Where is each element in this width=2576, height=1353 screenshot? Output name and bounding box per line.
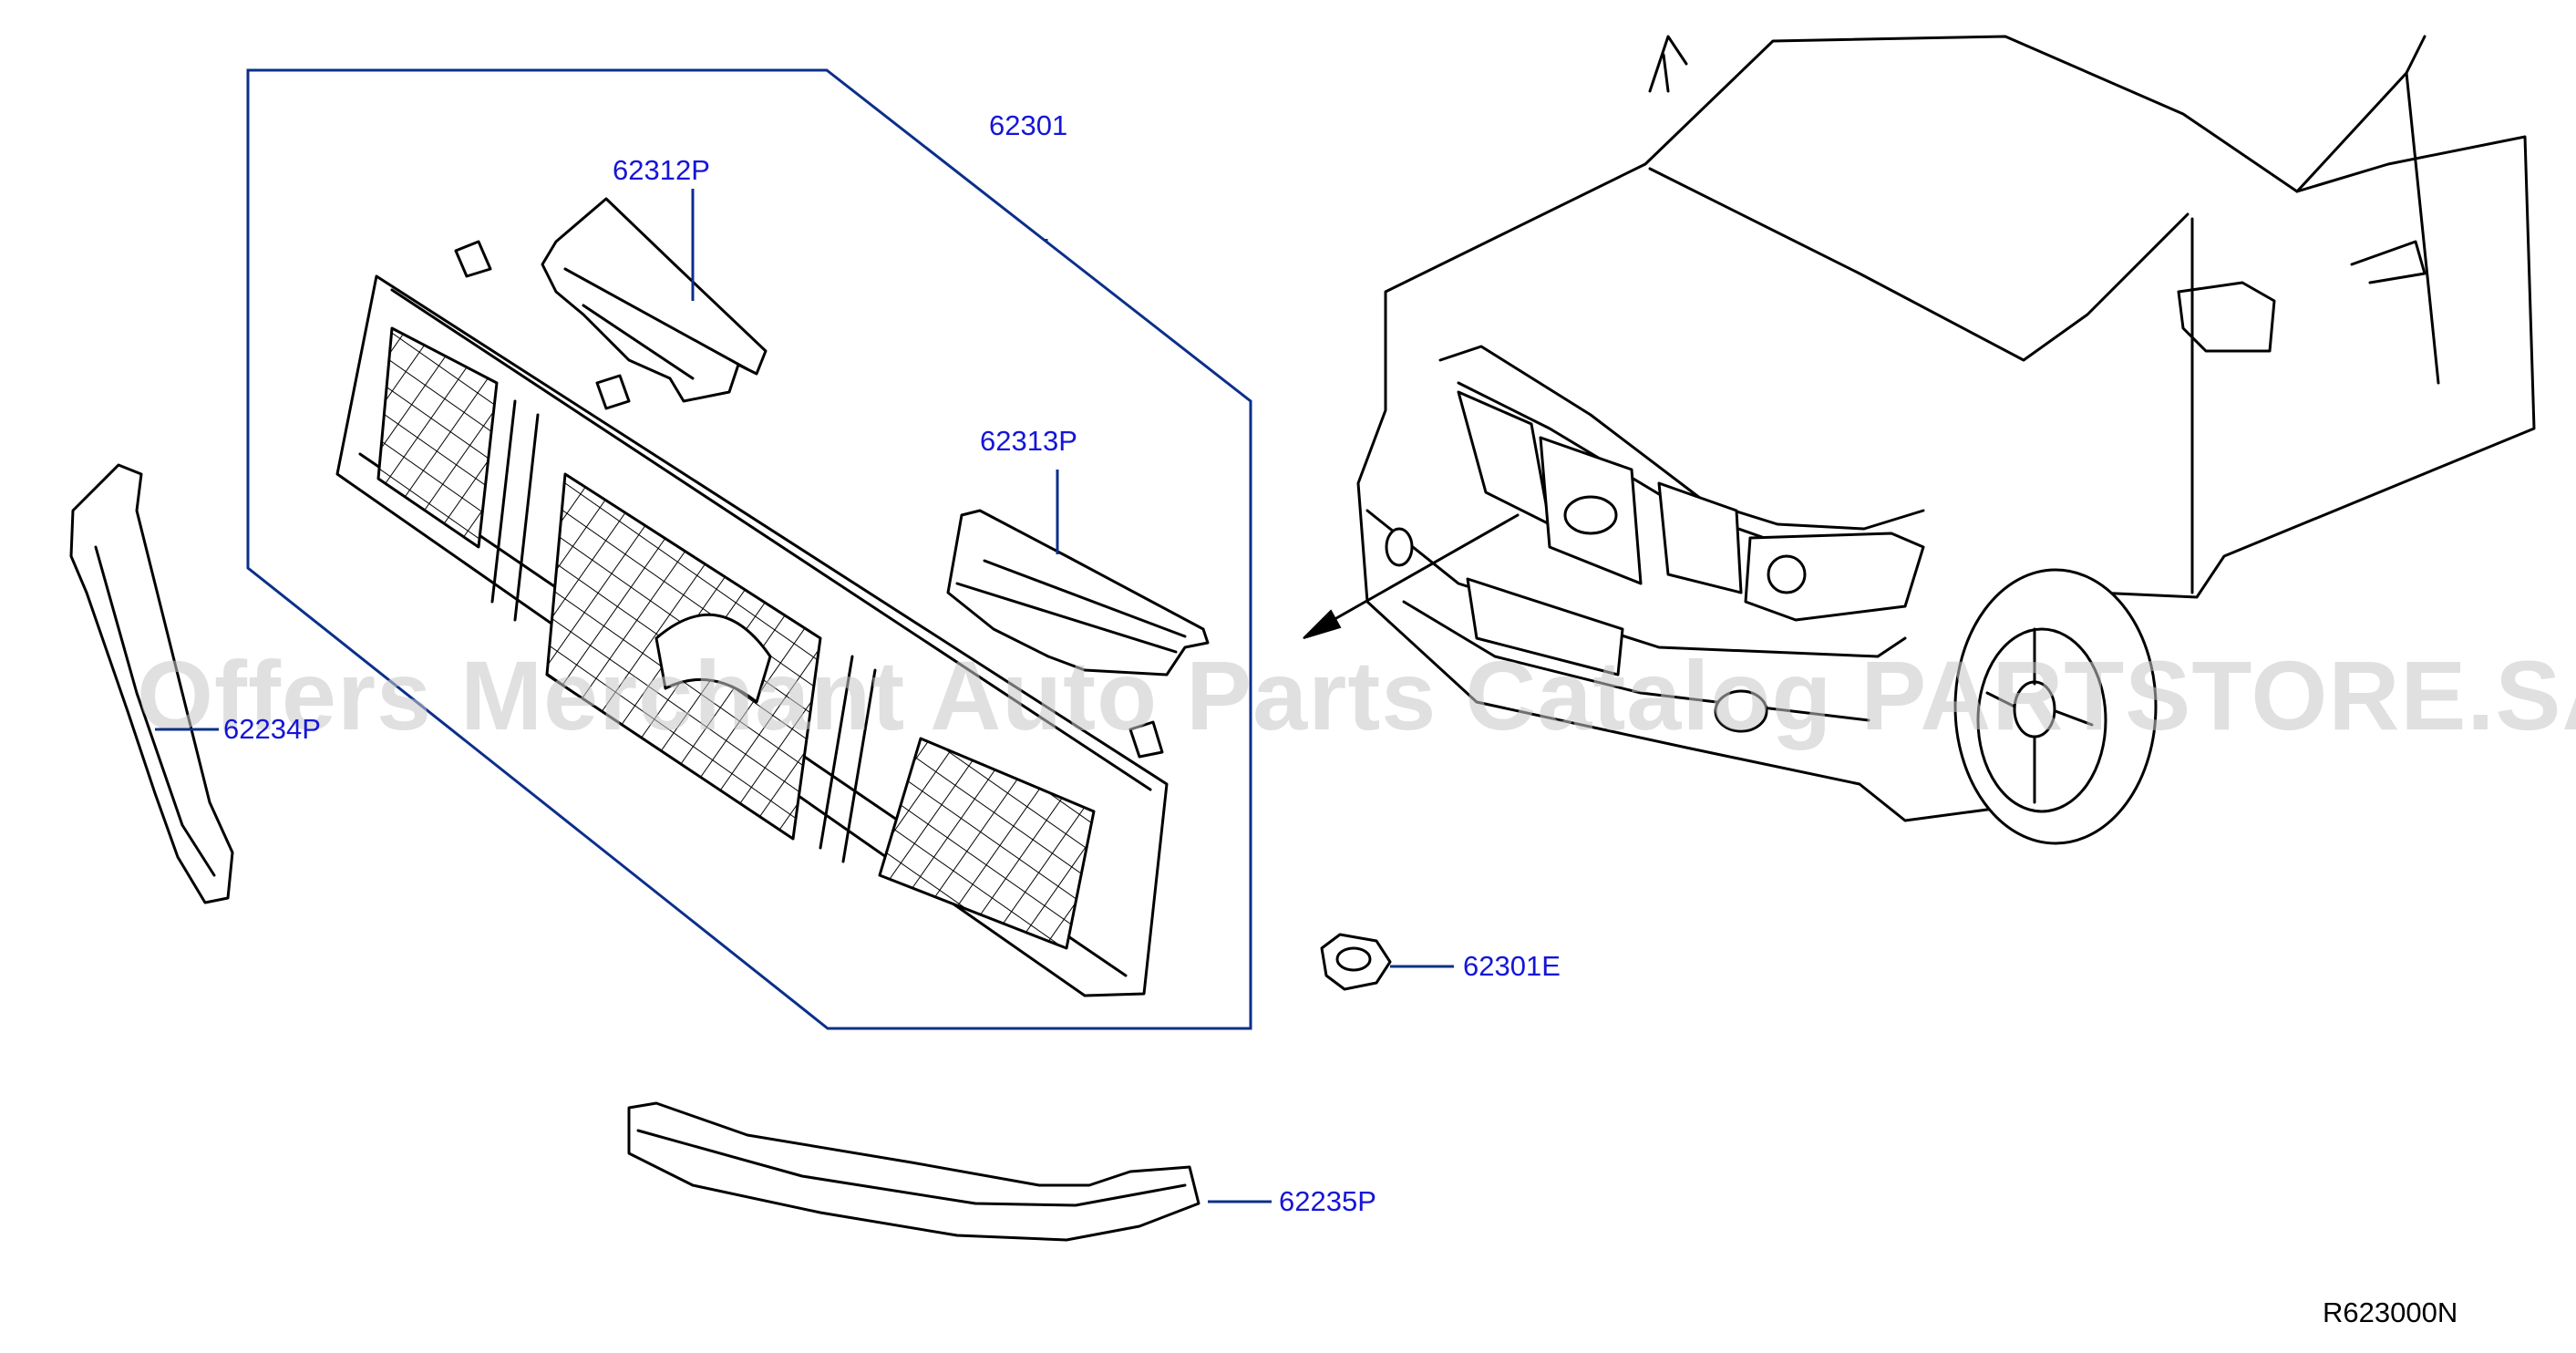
nissan-emblem [1563, 495, 1618, 535]
assembly-frame [246, 68, 1252, 1030]
clip-62301e-drawing [1320, 933, 1392, 991]
drawing-reference: R623000N [2323, 1296, 2458, 1328]
bracket-62312p-drawing [541, 197, 768, 403]
bracket-62313p-drawing [946, 509, 1210, 676]
molding-62234p-drawing [69, 463, 234, 904]
emblem-recess [654, 613, 772, 704]
part-label-62301[interactable]: 62301 [989, 109, 1067, 141]
part-label-62235p[interactable]: 62235P [1279, 1185, 1376, 1217]
direction-arrow [1303, 513, 1520, 639]
vehicle-drawing [1356, 35, 2536, 845]
part-label-62301e[interactable]: 62301E [1463, 950, 1561, 982]
molding-62235p-drawing [627, 1101, 1200, 1242]
part-label-62234p[interactable]: 62234P [223, 713, 321, 745]
part-label-62313p[interactable]: 62313P [980, 425, 1077, 457]
grille-assembly-drawing [335, 240, 1169, 997]
part-label-62312p[interactable]: 62312P [613, 154, 710, 186]
watermark-text: Offers Merchant Auto Parts Catalog PARTS… [137, 640, 2576, 750]
